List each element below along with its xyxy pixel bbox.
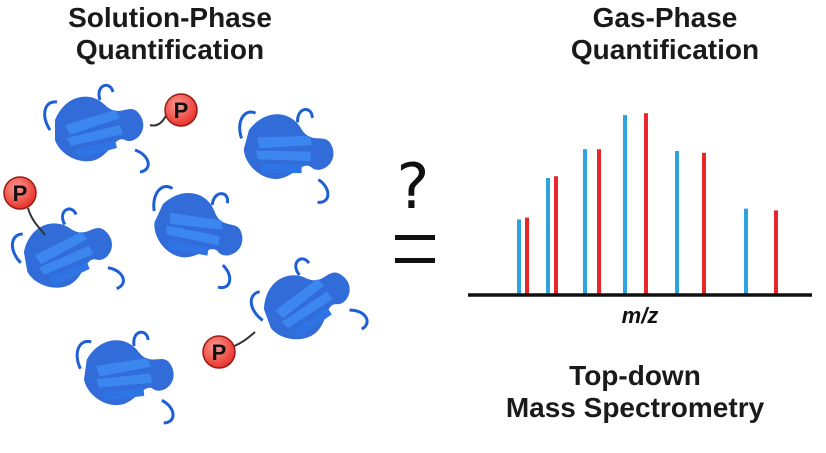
solution-phase-heading: Solution-Phase Quantification <box>20 2 320 66</box>
solution-phase-heading-line2: Quantification <box>75 34 265 65</box>
red-peak <box>702 152 706 295</box>
phospho-badge: P <box>202 335 236 369</box>
protein-structure <box>43 83 150 174</box>
protein-structure <box>67 322 186 426</box>
solution-phase-heading-line1: Solution-Phase <box>68 2 272 33</box>
x-axis-label: m/z <box>621 303 659 328</box>
phospho-label: P <box>212 340 227 365</box>
phospho-label: P <box>13 181 28 206</box>
gas-phase-heading-line1: Gas-Phase <box>592 2 738 33</box>
phospho-badge: P <box>164 93 198 127</box>
blue-peak <box>583 149 587 295</box>
blue-peak <box>675 151 679 295</box>
gas-phase-heading-line2: Quantification <box>570 34 760 65</box>
red-peak <box>597 149 601 295</box>
phospho-label: P <box>174 98 189 123</box>
spectrum-peaks <box>517 113 778 295</box>
blue-peak <box>623 115 627 295</box>
blue-peak <box>546 178 550 295</box>
top-down-ms-heading-line2: Mass Spectrometry <box>505 392 765 423</box>
top-down-ms-heading: Top-down Mass Spectrometry <box>470 360 800 424</box>
phospho-badge: P <box>3 176 37 210</box>
protein-structure <box>130 166 264 293</box>
gas-phase-heading: Gas-Phase Quantification <box>540 2 790 66</box>
protein-structure <box>6 200 127 307</box>
red-peak <box>644 113 648 295</box>
protein-structure <box>224 92 350 206</box>
red-peak <box>525 217 529 295</box>
blue-peak <box>744 208 748 295</box>
protein-structure <box>240 243 371 364</box>
red-peak <box>554 176 558 295</box>
question-mark: ? <box>396 150 430 223</box>
equals-sign <box>395 235 435 269</box>
blue-peak <box>517 219 521 295</box>
top-down-ms-heading-line1: Top-down <box>569 360 701 391</box>
red-peak <box>774 210 778 295</box>
